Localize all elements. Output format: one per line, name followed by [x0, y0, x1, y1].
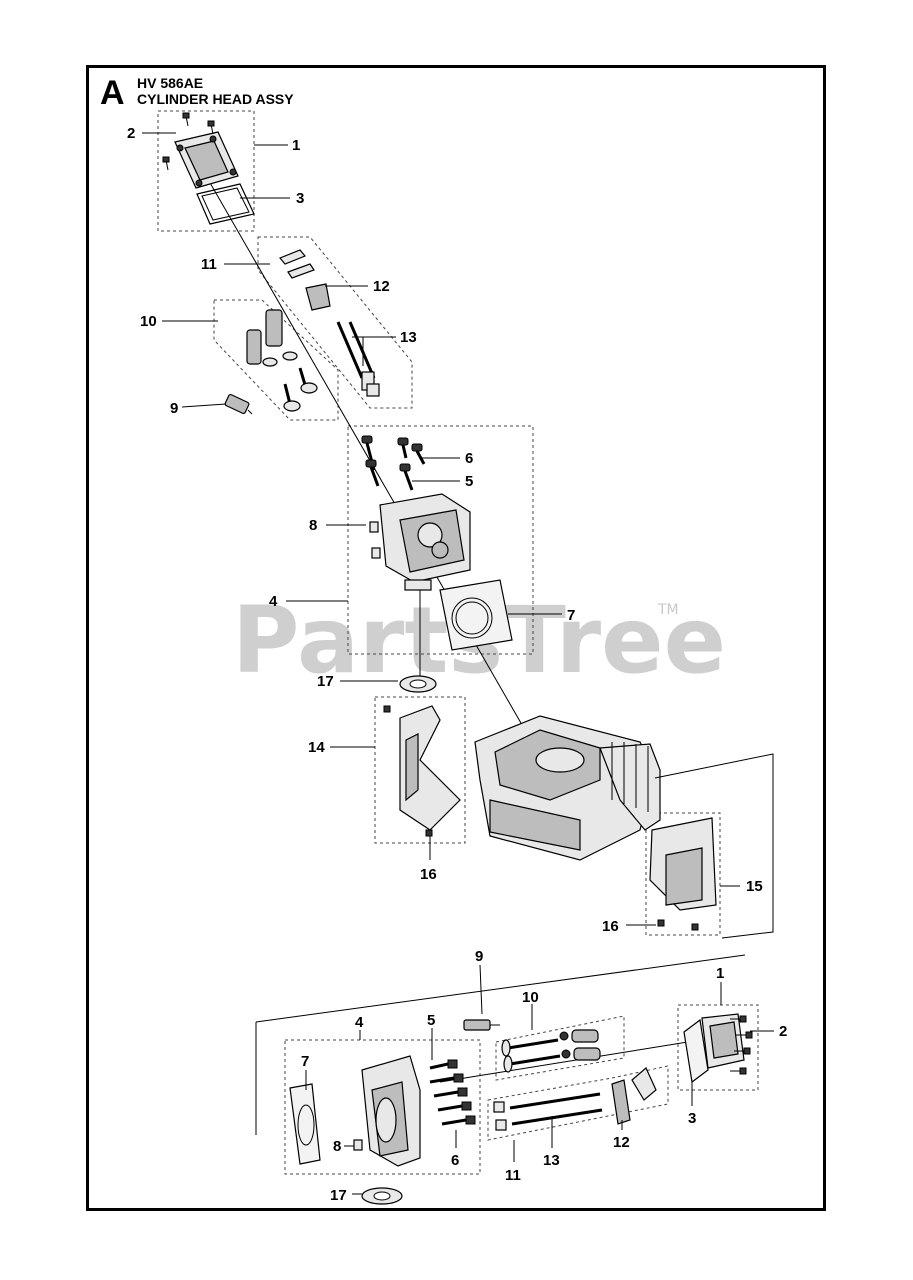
callout-15: 15	[746, 878, 763, 895]
lower-head-gasket	[289, 1083, 321, 1165]
group-box-air-guide-right	[645, 812, 721, 936]
callout-10-lower: 10	[522, 989, 539, 1006]
group-box-cylinder-head	[347, 425, 534, 655]
screw-air-guide-left	[425, 829, 433, 837]
cylinder-head-part	[379, 493, 471, 591]
callout-17: 17	[317, 673, 334, 690]
callout-12-lower: 12	[613, 1134, 630, 1151]
watermark-trademark: TM	[657, 602, 679, 618]
group-box-valves	[213, 299, 339, 421]
lower-push-rods	[493, 1092, 603, 1131]
assembly-title: CYLINDER HEAD ASSY	[137, 91, 294, 107]
air-guide-left-part	[383, 705, 461, 831]
engine-block-part	[474, 715, 661, 861]
callout-5: 5	[465, 473, 473, 490]
lower-valves-springs	[501, 1029, 601, 1073]
callout-7: 7	[567, 607, 575, 624]
callout-11-lower: 11	[505, 1167, 521, 1184]
valves-springs-part	[246, 309, 318, 412]
valve-cover-part	[174, 131, 239, 189]
callout-2: 2	[127, 125, 135, 142]
dowel-pin-upper	[369, 521, 379, 533]
callouts-upper: 1 2 3 11 12 10 13 9 6 5 8 4 7 17 14 16 1…	[127, 125, 763, 935]
lower-dowel-pin	[353, 1139, 363, 1151]
separator-plane-top-edge	[255, 954, 746, 1023]
lower-exhaust-gasket	[361, 1187, 403, 1205]
valve-cover-screws	[162, 112, 215, 171]
lower-rocker-arms	[611, 1067, 657, 1125]
diagram-frame	[86, 65, 826, 1211]
callout-14: 14	[308, 739, 325, 756]
cylinder-head-bolts	[361, 435, 426, 491]
model-number: HV 586AE	[137, 75, 203, 91]
lower-cylinder-head	[361, 1055, 421, 1167]
callout-5-lower: 5	[427, 1012, 435, 1029]
callout-13-lower: 13	[543, 1152, 560, 1169]
callout-17-lower: 17	[330, 1187, 347, 1204]
callout-6-lower: 6	[451, 1152, 459, 1169]
callout-1: 1	[292, 137, 300, 154]
callout-3: 3	[296, 190, 304, 207]
valve-cover-gasket	[196, 183, 255, 225]
lower-valve-cover	[683, 1013, 745, 1084]
lower-axis-line	[439, 1039, 701, 1083]
group-box-rocker-arms	[257, 236, 413, 409]
group-box-air-guide-left	[374, 696, 466, 844]
group-box-valve-cover	[157, 110, 255, 232]
callout-12: 12	[373, 278, 390, 295]
dowel-pin-lower	[371, 547, 381, 559]
exhaust-gasket-part	[399, 675, 437, 693]
callout-4-lower: 4	[355, 1014, 364, 1031]
head-gasket-part	[439, 579, 513, 651]
spark-plug-part	[224, 393, 253, 415]
callout-8-lower: 8	[333, 1138, 341, 1155]
group-box-lower-rods	[487, 1065, 669, 1141]
callout-16: 16	[420, 866, 437, 883]
callout-4: 4	[269, 593, 278, 610]
callout-7-lower: 7	[301, 1053, 309, 1070]
callout-8: 8	[309, 517, 317, 534]
callout-16-right: 16	[602, 918, 619, 935]
callout-11: 11	[201, 256, 217, 273]
callouts-lower: 9 1 10 4 5 2 7 3 8 6 12 13 17 11	[301, 948, 787, 1204]
group-box-lower-head	[284, 1039, 481, 1175]
section-letter: A	[100, 74, 125, 112]
callout-9-lower: 9	[475, 948, 483, 965]
callout-9: 9	[170, 400, 178, 417]
push-rods-part	[336, 321, 380, 397]
air-guide-right-part	[649, 817, 717, 931]
lower-spark-plug	[463, 1019, 500, 1031]
callout-3-lower: 3	[688, 1110, 696, 1127]
callout-13: 13	[400, 329, 417, 346]
callout-10: 10	[140, 313, 157, 330]
lower-cover-screws	[730, 1015, 753, 1075]
separator-plane-upper	[654, 753, 774, 939]
callout-2-lower: 2	[779, 1023, 787, 1040]
rocker-arms-part	[279, 249, 331, 311]
group-box-lower-cover	[677, 1004, 759, 1091]
lower-head-bolts	[429, 1059, 476, 1126]
callout-1-lower: 1	[716, 965, 724, 982]
callout-6: 6	[465, 450, 473, 467]
leader-lines	[142, 132, 774, 1195]
